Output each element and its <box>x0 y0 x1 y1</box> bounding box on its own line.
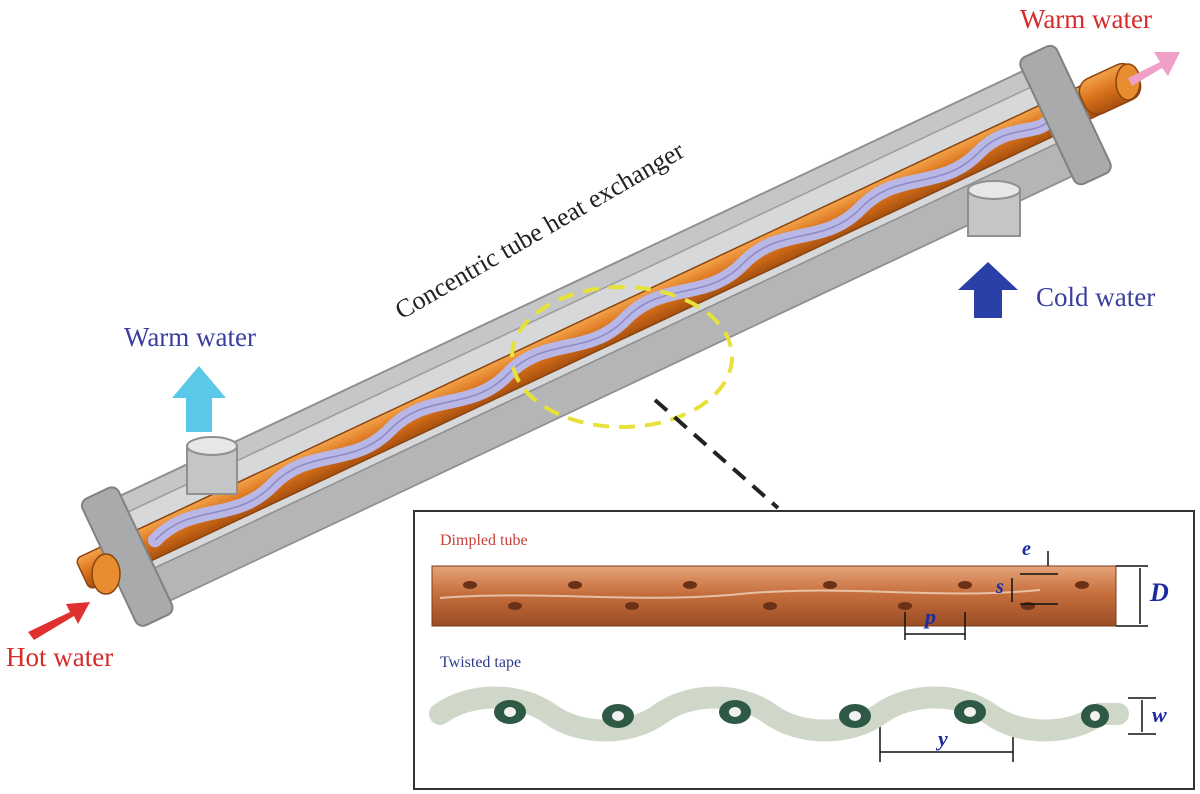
twisted-tape-graphic <box>429 686 1129 742</box>
cold-water-arrow <box>958 262 1018 318</box>
symbol-e: e <box>1022 538 1031 560</box>
detail-inset <box>413 510 1195 790</box>
leader-line <box>653 398 780 510</box>
symbol-D: D <box>1150 578 1169 607</box>
warm-water-up-label: Warm water <box>124 322 257 352</box>
symbol-p: p <box>925 604 936 629</box>
warm-water-out-arrow <box>1128 52 1180 86</box>
copper-inlet-end <box>91 553 121 595</box>
right-end-cap <box>1019 44 1112 186</box>
cold-water-port <box>967 180 1021 237</box>
hot-water-label: Hot water <box>6 642 114 672</box>
hot-water-arrow <box>28 602 90 640</box>
dimpled-tube-label: Dimpled tube <box>440 532 528 549</box>
warm-water-port <box>186 436 238 495</box>
dimpled-tube-graphic <box>431 565 1117 627</box>
zoom-highlight <box>510 285 734 429</box>
dimension-lines <box>879 551 1156 762</box>
symbol-s: s <box>996 576 1004 598</box>
symbol-w: w <box>1152 702 1167 727</box>
warm-water-up-arrow <box>172 366 226 432</box>
warm-water-out-label: Warm water <box>1020 4 1153 34</box>
exchanger-body <box>76 44 1130 627</box>
symbol-y: y <box>938 726 948 751</box>
cold-water-label: Cold water <box>1036 282 1156 312</box>
twisted-tape-label: Twisted tape <box>440 654 522 671</box>
